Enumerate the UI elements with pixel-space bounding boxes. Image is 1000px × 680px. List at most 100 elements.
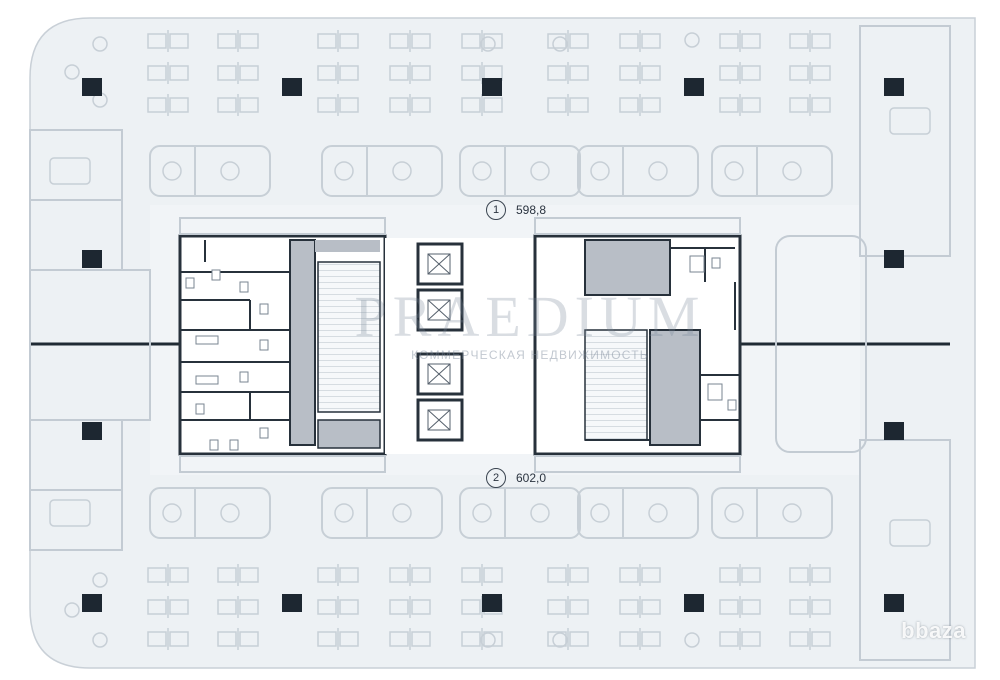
building-core [178,234,742,456]
desk-cluster [147,564,189,586]
left-rooms [29,25,951,661]
desk-cluster [217,30,259,52]
desk-cluster [789,94,831,116]
workstations [64,30,831,650]
desk-cluster [619,62,661,84]
chair-icon [92,632,108,648]
chair-icon [64,602,80,618]
column-icon [82,78,102,96]
desk-cluster [147,628,189,650]
desk-cluster [217,596,259,618]
chair-icon [552,36,568,52]
desk-cluster [719,30,761,52]
desk-cluster [461,628,503,650]
desk-cluster [317,94,359,116]
desk-cluster [789,596,831,618]
zone-2-label[interactable]: 2 602,0 [486,468,546,488]
chair-icon [64,64,80,80]
desk-cluster [547,62,589,84]
chair-icon [480,632,496,648]
table-icon [889,107,931,135]
desk-cluster [147,94,189,116]
desk-cluster [217,94,259,116]
desk-cluster [389,94,431,116]
meeting-pod [321,487,443,539]
column-icon [82,422,102,440]
column-icon [684,78,704,96]
meeting-pod [149,487,271,539]
desk-cluster [789,62,831,84]
column-icon [82,250,102,268]
desk-cluster [147,62,189,84]
table-icon [889,519,931,547]
site-watermark: bbaza [901,618,966,643]
zone-2-area: 602,0 [516,471,547,485]
desk-cluster [317,628,359,650]
desk-cluster [619,30,661,52]
desk-cluster [461,564,503,586]
desk-cluster [317,30,359,52]
meeting-pod [577,487,699,539]
column-icon [482,594,502,612]
chair-icon [684,32,700,48]
column-icon [282,78,302,96]
desk-cluster [147,596,189,618]
column-icon [884,78,904,96]
desk-cluster [719,62,761,84]
elevator-icon [416,288,464,332]
desk-cluster [719,94,761,116]
zone-1-area: 598,8 [516,203,547,217]
desk-cluster [719,596,761,618]
column-icon [884,594,904,612]
desk-cluster [389,628,431,650]
desk-cluster [619,564,661,586]
elevator-icon [416,398,464,442]
chair-icon [552,632,568,648]
meeting-pod [711,145,833,197]
desk-cluster [217,564,259,586]
desk-cluster [719,628,761,650]
meeting-pod [711,487,833,539]
desk-cluster [317,596,359,618]
column-icon [884,422,904,440]
desk-cluster [389,62,431,84]
meeting-pods [49,107,931,547]
desk-cluster [619,596,661,618]
desk-cluster [389,564,431,586]
meeting-pod [459,145,581,197]
meeting-pod [321,145,443,197]
table-icon [49,499,91,527]
zone-1-number: 1 [486,200,506,220]
elevator-icon [416,242,464,286]
desk-cluster [389,30,431,52]
elevator-icon [416,352,464,396]
column-icon [482,78,502,96]
desk-cluster [461,94,503,116]
zone-1-label[interactable]: 1 598,8 [486,200,546,220]
column-icon [684,594,704,612]
desk-cluster [217,628,259,650]
zone-2-number: 2 [486,468,506,488]
desk-cluster [317,62,359,84]
desk-cluster [789,564,831,586]
elevator-bank-left [416,242,464,442]
chair-icon [684,632,700,648]
meeting-pod [459,487,581,539]
desk-cluster [547,564,589,586]
desk-cluster [619,94,661,116]
desk-cluster [547,94,589,116]
desk-cluster [389,596,431,618]
rooms-near-core [179,217,741,473]
chair-icon [480,36,496,52]
column-icon [884,250,904,268]
desk-cluster [147,30,189,52]
column-icon [82,594,102,612]
column-icon [82,78,904,612]
meeting-pod [577,145,699,197]
meeting-pod [149,145,271,197]
table-icon [49,157,91,185]
desk-cluster [619,628,661,650]
chair-icon [92,36,108,52]
desk-cluster [217,62,259,84]
